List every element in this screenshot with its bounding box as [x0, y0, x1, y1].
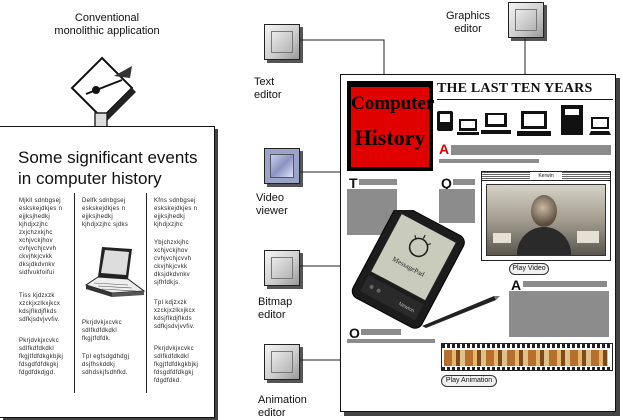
column-divider — [74, 193, 75, 393]
logo-line-2: History — [354, 125, 426, 150]
bitmap-editor-label: Bitmap editor — [258, 296, 293, 321]
drop-cap-t: T — [349, 175, 358, 191]
text-placeholder — [453, 179, 475, 185]
computer-icon — [561, 105, 583, 135]
animation-strip[interactable] — [441, 343, 613, 371]
column-2b-text: Pkrjdvkjxcvkc sdlfkdfdkdkl fkgjtfdfdk. — [82, 320, 122, 342]
drop-cap-o: O — [349, 325, 360, 341]
text-placeholder — [439, 189, 475, 223]
video-frame — [486, 184, 606, 256]
computer-icon — [481, 113, 511, 134]
text-placeholder — [347, 339, 435, 343]
computer-icon — [457, 119, 479, 135]
column-1b-text: Tiss kjdzxzk xzckjxzlkxjkcx kdsjflkdjflk… — [19, 293, 61, 323]
column-3d-text: Pkrjdvkjxcvkc sdlfkdfdkdkl fkgjtfdfdkgkb… — [154, 346, 199, 384]
stylus-icon — [422, 296, 500, 328]
headline: THE LAST TEN YEARS — [437, 81, 593, 96]
computer-history-logo: Computer History — [347, 81, 435, 171]
video-viewer-component[interactable] — [264, 148, 300, 184]
text-placeholder — [523, 281, 607, 287]
monolithic-document: Some significant events in computer hist… — [0, 126, 215, 418]
computer-icon — [437, 111, 453, 131]
graphics-editor-label: Graphics editor — [445, 10, 491, 35]
text-placeholder — [451, 145, 611, 155]
column-2c-text: Tpl egfsdgdhdgj dsjfhskddkj sdhdskjfsdhf… — [82, 354, 130, 376]
headline-rule — [437, 99, 613, 100]
drop-cap-a2: A — [511, 277, 522, 293]
messagepad-device-icon: MessagePad Newton — [351, 210, 465, 329]
column-3c-text: Tpl kdjzxzk xzckjxzlkxjkcx kdsjflkdjflkd… — [154, 300, 196, 330]
column-3b-text: Ybjchzxkjhc xchjvckjhov cvhjvchjcvvh ckv… — [154, 240, 192, 286]
column-divider — [146, 193, 147, 393]
column-2-text: Delfk sdnbgsej eskskejdkjes n ejjksjhedk… — [82, 198, 129, 228]
computer-icons-row — [437, 105, 611, 136]
animation-editor-label: Animation editor — [258, 394, 307, 419]
play-video-button[interactable]: Play Video — [509, 263, 549, 275]
text-placeholder — [439, 159, 539, 163]
drop-cap-q: Q — [441, 175, 452, 191]
document-title: Some significant events in computer hist… — [18, 148, 198, 188]
video-title: Kerwin — [530, 172, 562, 180]
drop-cap-a: A — [439, 141, 450, 157]
text-editor-label: Text editor — [254, 76, 282, 101]
column-3-text: Kfns sdnbgsej eskskejdkjes n ejjksjhedkj… — [154, 198, 198, 228]
computer-icon — [517, 111, 551, 136]
bitmap-editor-component[interactable] — [264, 250, 300, 286]
video-window[interactable]: Kerwin — [481, 171, 611, 261]
text-placeholder — [359, 179, 397, 185]
logo-line-1: Computer — [351, 93, 435, 114]
video-viewer-label: Video viewer — [256, 192, 288, 217]
column-1-text: Mjkll sdnbgsej eskskejdkjes n ejjksjhedk… — [19, 198, 63, 276]
column-1c-text: Pkrjdvkjxcvkc sdlfkdfdkdkl fkgjtfdfdkgkb… — [19, 338, 64, 376]
play-animation-button[interactable]: Play Animation — [441, 375, 497, 387]
graphics-editor-component[interactable] — [508, 2, 544, 38]
text-placeholder — [509, 291, 609, 337]
conventional-app-label: Conventional monolithic application — [54, 12, 160, 37]
text-placeholder — [361, 329, 401, 335]
computer-icon — [589, 117, 611, 135]
animation-editor-component[interactable] — [264, 344, 300, 380]
laptop-icon — [84, 247, 146, 297]
text-editor-component[interactable] — [264, 24, 300, 60]
